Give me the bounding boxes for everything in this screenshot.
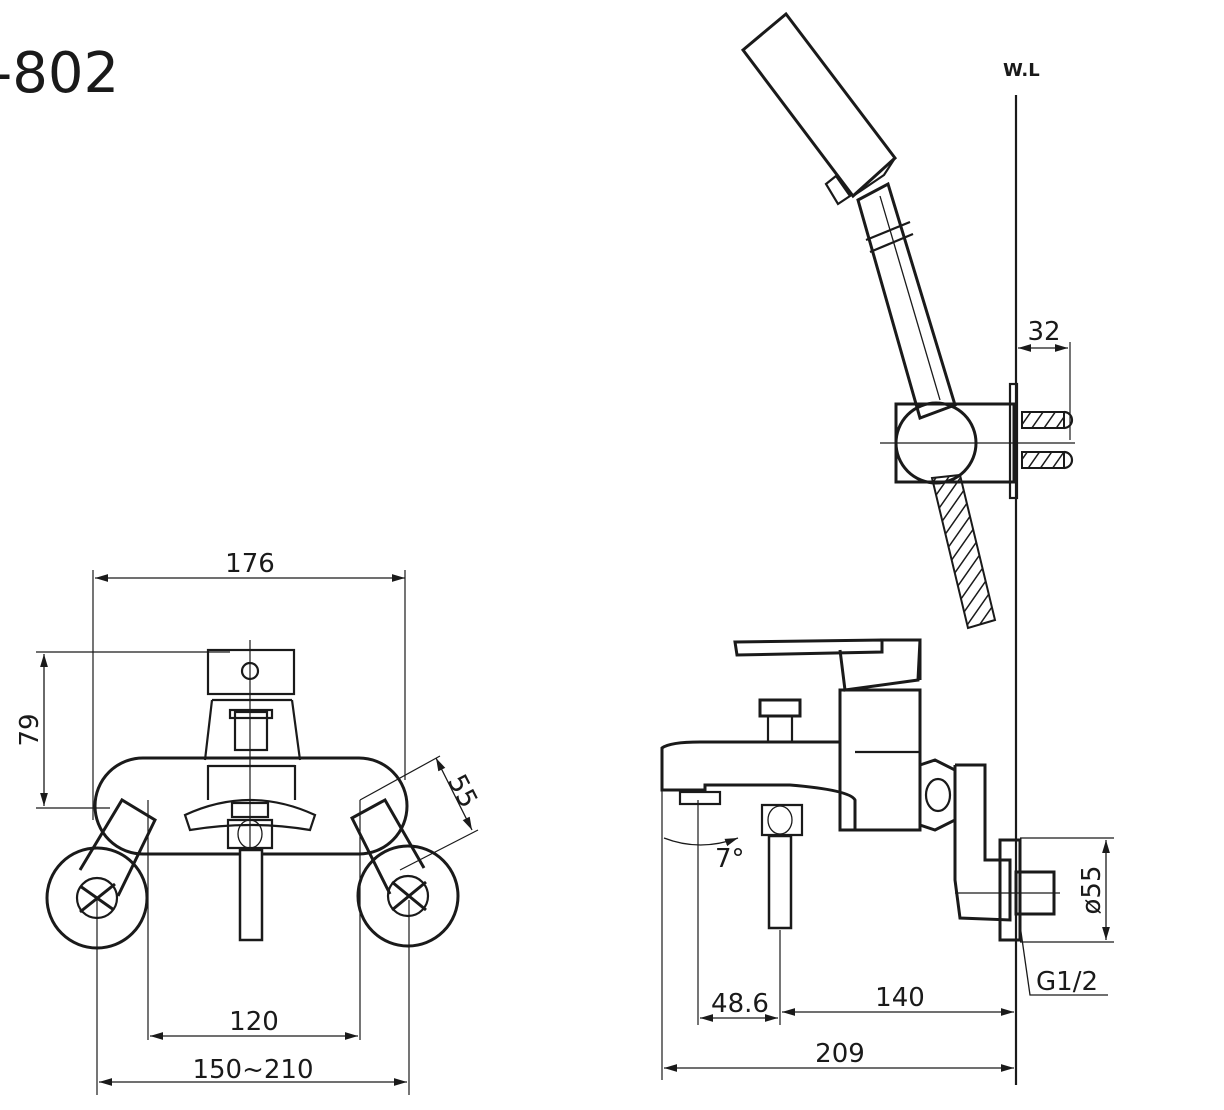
dim-diameter: ø55 [1077, 866, 1107, 915]
hand-shower [740, 11, 957, 420]
dim-32: 32 [1027, 317, 1060, 347]
angle-7: 7° [715, 844, 745, 874]
model-title: -802 [0, 41, 119, 106]
dim-140: 140 [875, 983, 925, 1013]
thread-label: G1/2 [1036, 967, 1098, 997]
dim-79: 79 [15, 713, 45, 746]
dim-176: 176 [225, 549, 275, 579]
front-view: 176 79 55 120 150~210 [15, 549, 483, 1095]
wl-label: W.L [1003, 60, 1040, 81]
dim-209: 209 [815, 1039, 865, 1069]
shower-holder [880, 382, 1075, 500]
dim-48-6: 48.6 [711, 989, 769, 1019]
dim-55-front: 55 [441, 770, 483, 813]
dim-150-210: 150~210 [192, 1055, 313, 1085]
dim-120: 120 [229, 1007, 279, 1037]
mixer-side [660, 638, 1060, 942]
side-view: W.L 32 [660, 11, 1114, 1085]
